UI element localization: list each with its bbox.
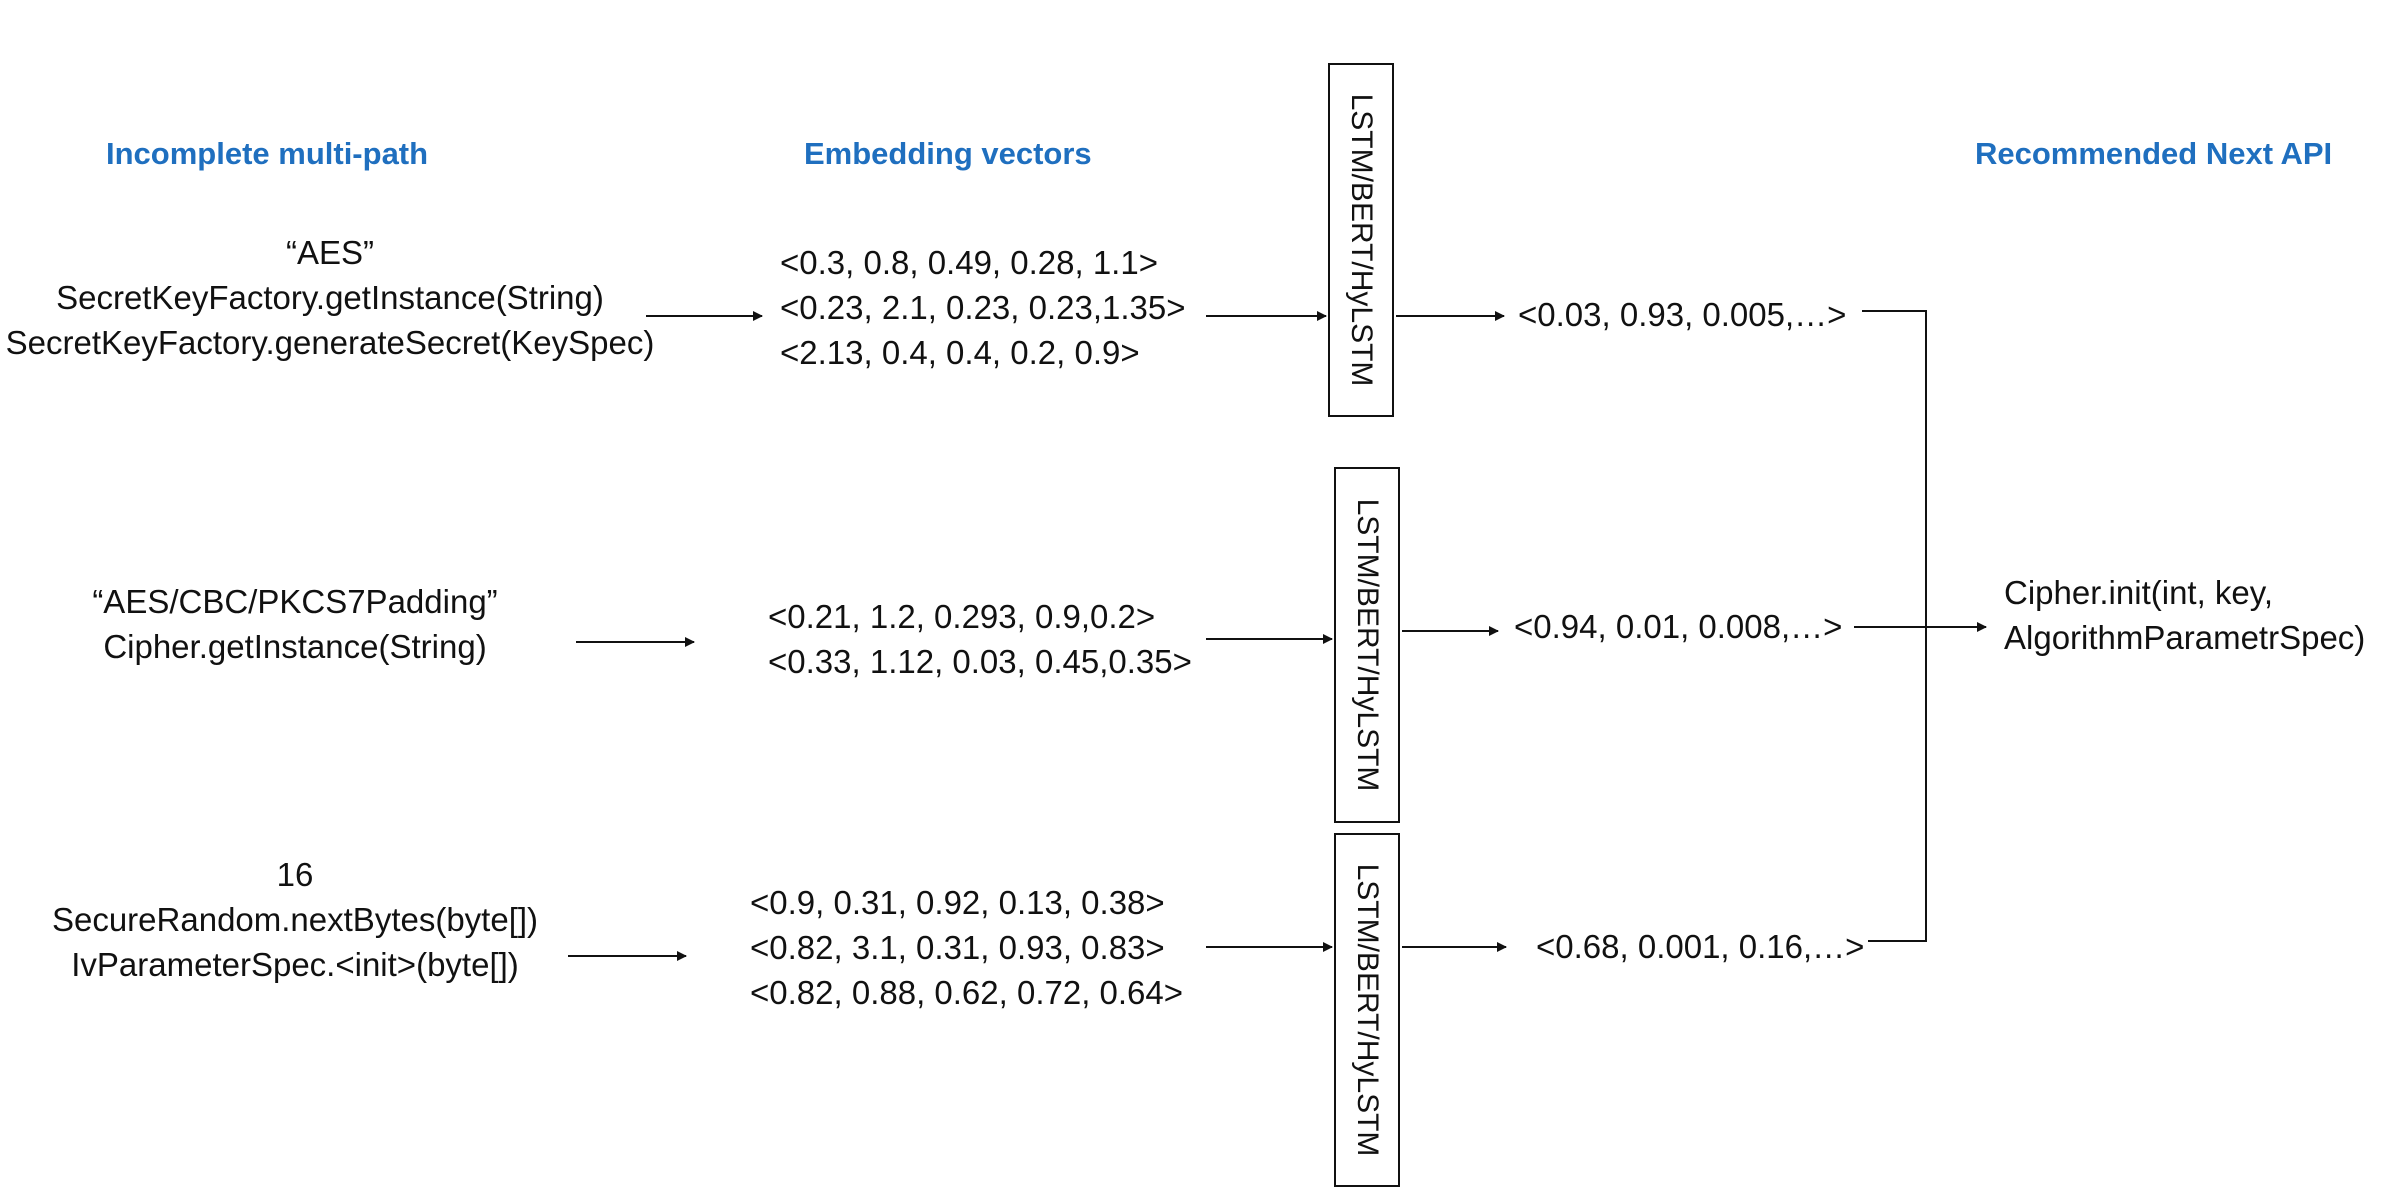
recommended-api-line-1: Cipher.init(int, key, <box>2004 574 2273 611</box>
model-box-1: LSTM/BERT/HyLSTM <box>1328 63 1394 417</box>
header-recommended-next-api: Recommended Next API <box>1975 136 2333 171</box>
embedding-vectors-1: <0.3, 0.8, 0.49, 0.28, 1.1> <0.23, 2.1, … <box>780 240 1186 375</box>
input-path-3-line-2: SecureRandom.nextBytes(byte[]) <box>51 901 539 938</box>
input-path-1-line-1: “AES” <box>285 234 374 271</box>
embedding-vector-1-3: <2.13, 0.4, 0.4, 0.2, 0.9> <box>780 334 1140 371</box>
output-vector-1: <0.03, 0.93, 0.005,…> <box>1518 296 1847 333</box>
input-path-3-line-3: IvParameterSpec.<init>(byte[]) <box>71 946 519 983</box>
input-path-1-line-3: SecretKeyFactory.generateSecret(KeySpec) <box>5 324 655 361</box>
output-vector-2: <0.94, 0.01, 0.008,…> <box>1514 608 1843 645</box>
embedding-vector-2-1: <0.21, 1.2, 0.293, 0.9,0.2> <box>768 598 1156 635</box>
header-incomplete-multi-path: Incomplete multi-path <box>106 136 429 171</box>
model-box-2: LSTM/BERT/HyLSTM <box>1334 467 1400 823</box>
input-path-1-line-2: SecretKeyFactory.getInstance(String) <box>56 279 604 316</box>
embedding-vector-2-2: <0.33, 1.12, 0.03, 0.45,0.35> <box>768 643 1192 680</box>
input-path-2-line-1: “AES/CBC/PKCS7Padding” <box>92 583 498 620</box>
embedding-vector-3-1: <0.9, 0.31, 0.92, 0.13, 0.38> <box>750 884 1165 921</box>
embedding-vectors-3: <0.9, 0.31, 0.92, 0.13, 0.38> <0.82, 3.1… <box>750 880 1183 1015</box>
input-path-2: “AES/CBC/PKCS7Padding” Cipher.getInstanc… <box>40 579 550 669</box>
input-path-2-line-2: Cipher.getInstance(String) <box>103 628 487 665</box>
recommended-api-line-2: AlgorithmParametrSpec) <box>2004 619 2366 656</box>
embedding-vector-3-3: <0.82, 0.88, 0.62, 0.72, 0.64> <box>750 974 1184 1011</box>
embedding-vector-3-2: <0.82, 3.1, 0.31, 0.93, 0.83> <box>750 929 1165 966</box>
output-vector-3: <0.68, 0.001, 0.16,…> <box>1536 928 1865 965</box>
embedding-vector-1-1: <0.3, 0.8, 0.49, 0.28, 1.1> <box>780 244 1158 281</box>
input-path-3-line-1: 16 <box>276 856 314 893</box>
embedding-vector-1-2: <0.23, 2.1, 0.23, 0.23,1.35> <box>780 289 1186 326</box>
input-path-3: 16 SecureRandom.nextBytes(byte[]) IvPara… <box>30 852 560 987</box>
model-box-3: LSTM/BERT/HyLSTM <box>1334 833 1400 1187</box>
header-embedding-vectors: Embedding vectors <box>804 136 1092 171</box>
embedding-vectors-2: <0.21, 1.2, 0.293, 0.9,0.2> <0.33, 1.12,… <box>768 594 1192 684</box>
input-path-1: “AES” SecretKeyFactory.getInstance(Strin… <box>0 230 660 365</box>
recommended-api-result: Cipher.init(int, key, AlgorithmParametrS… <box>2004 570 2365 660</box>
